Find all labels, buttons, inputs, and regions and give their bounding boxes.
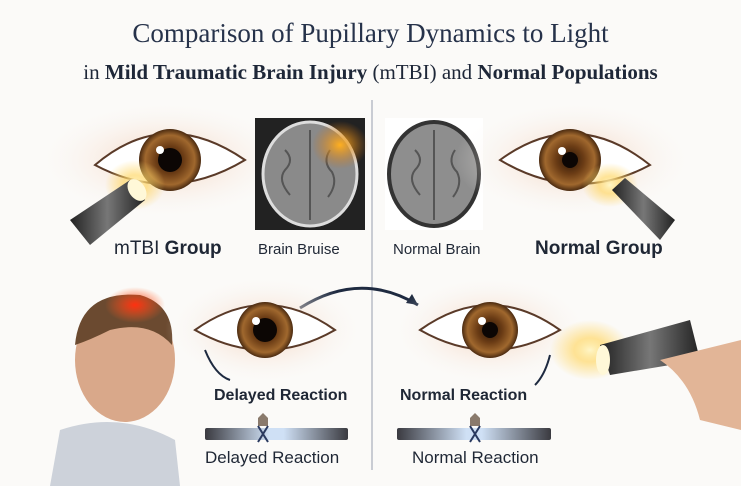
normal-eye-bottom (390, 275, 590, 386)
flashlight-icon (70, 160, 165, 245)
brain-bruise-scan (255, 118, 368, 230)
mtbi-group-bold: Group (164, 238, 222, 259)
delayed-reaction-label: Delayed Reaction (214, 387, 348, 404)
normal-reaction-label: Normal Reaction (400, 387, 528, 404)
mtbi-group-label: mTBI Group (114, 238, 222, 260)
subtitle-prefix: in (83, 60, 105, 84)
delayed-reaction-bar-label: Delayed Reaction (205, 448, 340, 467)
normal-reaction-bar-label: Normal Reaction (412, 448, 539, 467)
delayed-reaction-bar (205, 413, 348, 443)
mtbi-group-prefix: mTBI (114, 238, 165, 259)
normal-reaction-bar (397, 413, 551, 443)
subtitle-middle: (mTBI) and (367, 60, 478, 84)
patient-head (50, 287, 180, 486)
normal-group-label: Normal Group (535, 238, 663, 259)
normal-brain-label: Normal Brain (393, 241, 481, 258)
normal-eye-top (455, 100, 695, 220)
page-subtitle: in Mild Traumatic Brain Injury (mTBI) an… (0, 60, 741, 85)
page-title: Comparison of Pupillary Dynamics to Ligh… (132, 18, 609, 48)
mtbi-eye-bottom (165, 275, 365, 385)
flashlight-icon (582, 163, 675, 240)
brain-bruise-label: Brain Bruise (258, 241, 340, 258)
subtitle-mtbi: Mild Traumatic Brain Injury (104, 60, 368, 84)
flashlight-icon (550, 320, 741, 430)
subtitle-normal: Normal Populations (477, 60, 658, 84)
